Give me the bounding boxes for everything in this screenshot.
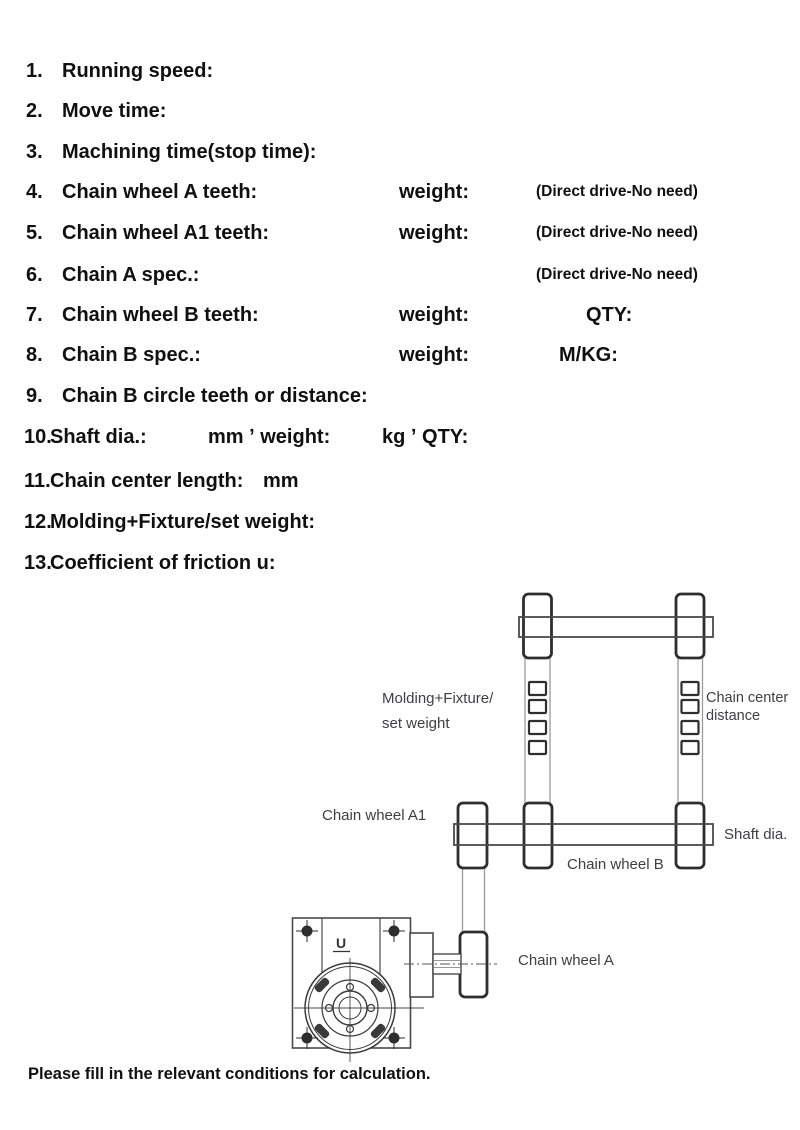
gearbox-flange: [294, 958, 424, 1062]
item-label: Machining time(stop time):: [62, 141, 317, 163]
list-item-6: 6. Chain A spec.: (Direct drive-No need): [0, 262, 800, 288]
chain-wheel-b-left: [522, 801, 554, 870]
fixture-squares-left: [527, 680, 548, 756]
unit-weight-segment: mm ʼ weight:: [208, 426, 331, 448]
chain-b-right-strand: [677, 655, 704, 806]
label-molding-fixture-line2: set weight: [382, 715, 450, 732]
item-number: 2.: [26, 100, 43, 122]
u-friction-label: U: [336, 935, 346, 951]
item-number: 4.: [26, 181, 43, 203]
bottom-shaft: [453, 823, 714, 846]
list-item-13: 13. Coefficient of friction u:: [0, 550, 800, 576]
item-number: 9.: [26, 385, 43, 407]
weight-label: weight:: [399, 181, 469, 203]
weight-label: weight:: [399, 304, 469, 326]
fixture-squares-right: [680, 680, 700, 756]
list-item-9: 9. Chain B circle teeth or distance:: [0, 383, 800, 409]
list-item-11: 11. Chain center length: mm: [0, 468, 800, 494]
list-item-10: 10. Shaft dia.: mm ʼ weight: kg ʼ QTY:: [0, 424, 800, 450]
weight-label: weight:: [399, 344, 469, 366]
item-label: Chain A spec.:: [62, 264, 200, 286]
label-chain-center-line2: distance: [706, 708, 760, 724]
label-chain-wheel-a1: Chain wheel A1: [322, 807, 426, 824]
item-number: 6.: [26, 264, 43, 286]
top-shaft: [518, 616, 714, 638]
item-label: Chain center length:: [50, 470, 244, 492]
label-chain-center-line1: Chain center: [706, 690, 788, 706]
sprocket-top-left: [522, 592, 553, 660]
label-chain-wheel-b: Chain wheel B: [567, 856, 664, 873]
mkg-label: M/KG:: [559, 344, 618, 366]
label-molding-fixture-line1: Molding+Fixture/: [382, 690, 494, 707]
item-label: Chain wheel A1 teeth:: [62, 222, 270, 244]
chain-wheel-a1-shape: [456, 801, 489, 870]
item-number: 8.: [26, 344, 43, 366]
chain-a-strand: [461, 865, 486, 935]
item-label: Shaft dia.:: [50, 426, 147, 448]
direct-drive-note: (Direct drive-No need): [536, 224, 698, 241]
coupling-housing: [409, 932, 434, 998]
direct-drive-note: (Direct drive-No need): [536, 183, 698, 200]
item-label: Running speed:: [62, 60, 214, 82]
footer-instruction: Please fill in the relevant conditions f…: [28, 1065, 431, 1083]
list-item-12: 12. Molding+Fixture/set weight:: [0, 509, 800, 535]
weight-label: weight:: [399, 222, 469, 244]
item-number: 7.: [26, 304, 43, 326]
item-number: 12.: [24, 511, 52, 533]
plate-corner-bolts: [296, 920, 405, 1049]
item-number: 13.: [24, 552, 52, 574]
chain-b-left-strand: [524, 655, 551, 806]
item-label: Molding+Fixture/set weight:: [50, 511, 316, 533]
sprocket-top-right: [674, 592, 706, 660]
item-label: Chain B circle teeth or distance:: [62, 385, 368, 407]
item-label: Coefficient of friction u:: [50, 552, 276, 574]
chain-wheel-b-right: [674, 801, 706, 870]
item-number: 10.: [24, 426, 52, 448]
item-number: 11.: [24, 470, 51, 492]
list-item-1: 1. Running speed:: [0, 58, 800, 84]
list-item-8: 8. Chain B spec.: weight: M/KG:: [0, 342, 800, 368]
flange-slots: [314, 977, 386, 1039]
direct-drive-note: (Direct drive-No need): [536, 266, 698, 283]
item-number: 1.: [26, 60, 43, 82]
unit-qty-segment: kg ʼ QTY:: [382, 426, 469, 448]
list-item-4: 4. Chain wheel A teeth: weight: (Direct …: [0, 179, 800, 205]
gearbox-unit: U: [291, 917, 497, 1062]
item-number: 3.: [26, 141, 43, 163]
item-label: Chain wheel B teeth:: [62, 304, 259, 326]
label-shaft-dia: Shaft dia.: [724, 826, 787, 843]
item-label: Chain wheel A teeth:: [62, 181, 258, 203]
item-label: Move time:: [62, 100, 167, 122]
list-item-7: 7. Chain wheel B teeth: weight: QTY:: [0, 302, 800, 328]
label-chain-wheel-a: Chain wheel A: [518, 952, 614, 969]
unit-mm-segment: mm: [263, 470, 299, 492]
item-number: 5.: [26, 222, 43, 244]
list-item-3: 3. Machining time(stop time):: [0, 139, 800, 165]
list-item-2: 2. Move time:: [0, 98, 800, 124]
qty-label: QTY:: [586, 304, 633, 326]
list-item-5: 5. Chain wheel A1 teeth: weight: (Direct…: [0, 220, 800, 246]
item-label: Chain B spec.:: [62, 344, 201, 366]
